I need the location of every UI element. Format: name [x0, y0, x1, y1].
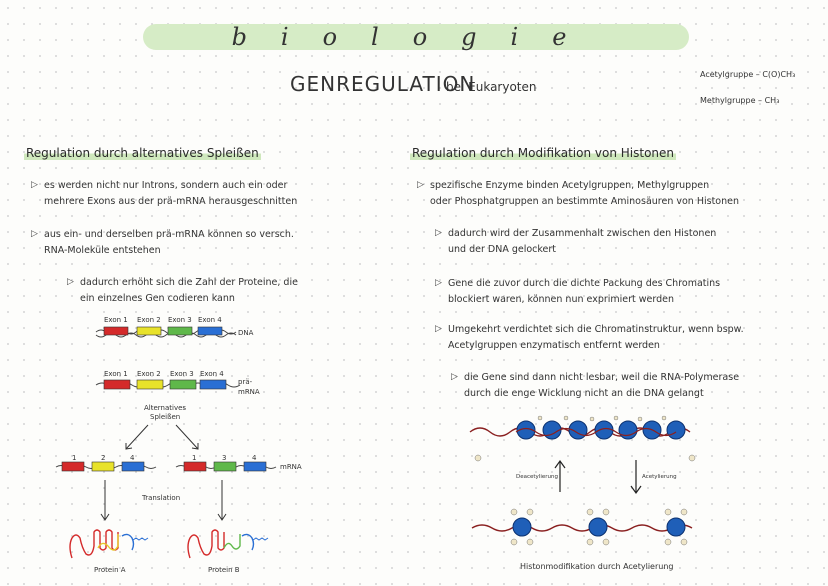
mrna1-num: 2 [101, 454, 106, 462]
dna-exon-label: Exon 1 [104, 316, 128, 324]
pre-exon-3 [169, 379, 197, 390]
pre-exon-2 [136, 379, 164, 390]
splice-label-2: Spleißen [150, 413, 181, 421]
pre-exon-label: Exon 1 [104, 370, 128, 378]
arrow-icon [125, 424, 149, 450]
dna-exon-1 [103, 326, 129, 336]
mrna1-num: 1 [72, 454, 77, 462]
dna-exon-2 [136, 326, 162, 336]
translation-label: Translation [142, 494, 181, 502]
mrna2-num: 4 [252, 454, 257, 462]
arrow-icon: ▷ [451, 372, 458, 382]
right-bullet-1: ▷ spezifische Enzyme binden Acetylgruppe… [417, 180, 740, 207]
mrna-label: mRNA [280, 463, 302, 471]
protein-a-label: Protein A [94, 566, 126, 574]
right-bullet-3: ▷ Gene die zuvor durch die dichte Packun… [435, 278, 721, 305]
acetylation-label: Acetylierung [642, 474, 677, 480]
pre-mrna-label-2: mRNA [238, 388, 260, 396]
dna-exon-3 [167, 326, 193, 336]
right-bullet-2: ▷ dadurch wird der Zusammenhalt zwischen… [435, 228, 717, 255]
protein-b-icon [187, 529, 269, 559]
arrow-icon: ▷ [435, 228, 442, 238]
title-banner [143, 24, 689, 50]
mrna1-exon-4 [121, 461, 145, 472]
arrow-icon: ▷ [435, 324, 442, 334]
left-bullet-3: ▷ dadurch erhöht sich die Zahl der Prote… [67, 277, 298, 304]
left-bullet-2: ▷ aus ein- und derselben prä-mRNA können… [31, 229, 294, 256]
mrna1-num: 4 [130, 454, 135, 462]
left-bullet-1: ▷ es werden nicht nur Introns, sondern a… [31, 180, 298, 207]
dna-exon-label: Exon 4 [198, 316, 222, 324]
left-section-title: Regulation durch alternatives Spleißen [24, 146, 261, 160]
page-title: GENREGULATION [290, 72, 476, 96]
legend-methyl: Methylgruppe – CH₃ [700, 96, 780, 105]
mrna2-exon-1 [183, 461, 207, 472]
page-subtitle: bei Eukaryoten [446, 80, 537, 94]
pre-exon-label: Exon 3 [170, 370, 194, 378]
arrow-icon [175, 424, 199, 450]
legend-acetyl: Acetylgruppe – C(O)CH₃ [700, 70, 796, 79]
pre-exon-1 [103, 379, 131, 390]
pre-exon-label: Exon 4 [200, 370, 224, 378]
histone-caption: Histonmodifikation durch Acetylierung [520, 562, 674, 571]
right-bullet-5: ▷ die Gene sind dann nicht lesbar, weil … [451, 372, 740, 399]
arrow-icon: ▷ [31, 180, 38, 190]
arrow-icon: ▷ [67, 277, 74, 287]
mrna1-exon-1 [61, 461, 85, 472]
dna-exon-label: Exon 3 [168, 316, 192, 324]
histone-relaxed [512, 517, 686, 537]
arrow-icon: ▷ [31, 229, 38, 239]
pre-mrna-label-1: prä- [238, 378, 253, 386]
protein-a-icon [69, 529, 149, 559]
banner-text: biologie [231, 23, 601, 51]
mrna2-num: 3 [222, 454, 227, 462]
splice-label-1: Alternatives [144, 404, 187, 412]
mrna2-num: 1 [192, 454, 197, 462]
deacetylation-label: Deacetylierung [516, 474, 558, 480]
arrow-icon: ▷ [417, 180, 424, 190]
mrna1-exon-2 [91, 461, 115, 472]
protein-b-label: Protein B [208, 566, 240, 574]
right-section-title: Regulation durch Modifikation von Histon… [410, 146, 677, 160]
dna-exon-label: Exon 2 [137, 316, 161, 324]
mrna2-exon-3 [213, 461, 237, 472]
mrna2-exon-4 [243, 461, 267, 472]
right-bullet-4: ▷ Umgekehrt verdichtet sich die Chromati… [435, 324, 744, 351]
dna-exon-4 [197, 326, 223, 336]
arrow-icon: ▷ [435, 278, 442, 288]
pre-exon-4 [199, 379, 227, 390]
dna-label: DNA [238, 329, 254, 337]
pre-exon-label: Exon 2 [137, 370, 161, 378]
